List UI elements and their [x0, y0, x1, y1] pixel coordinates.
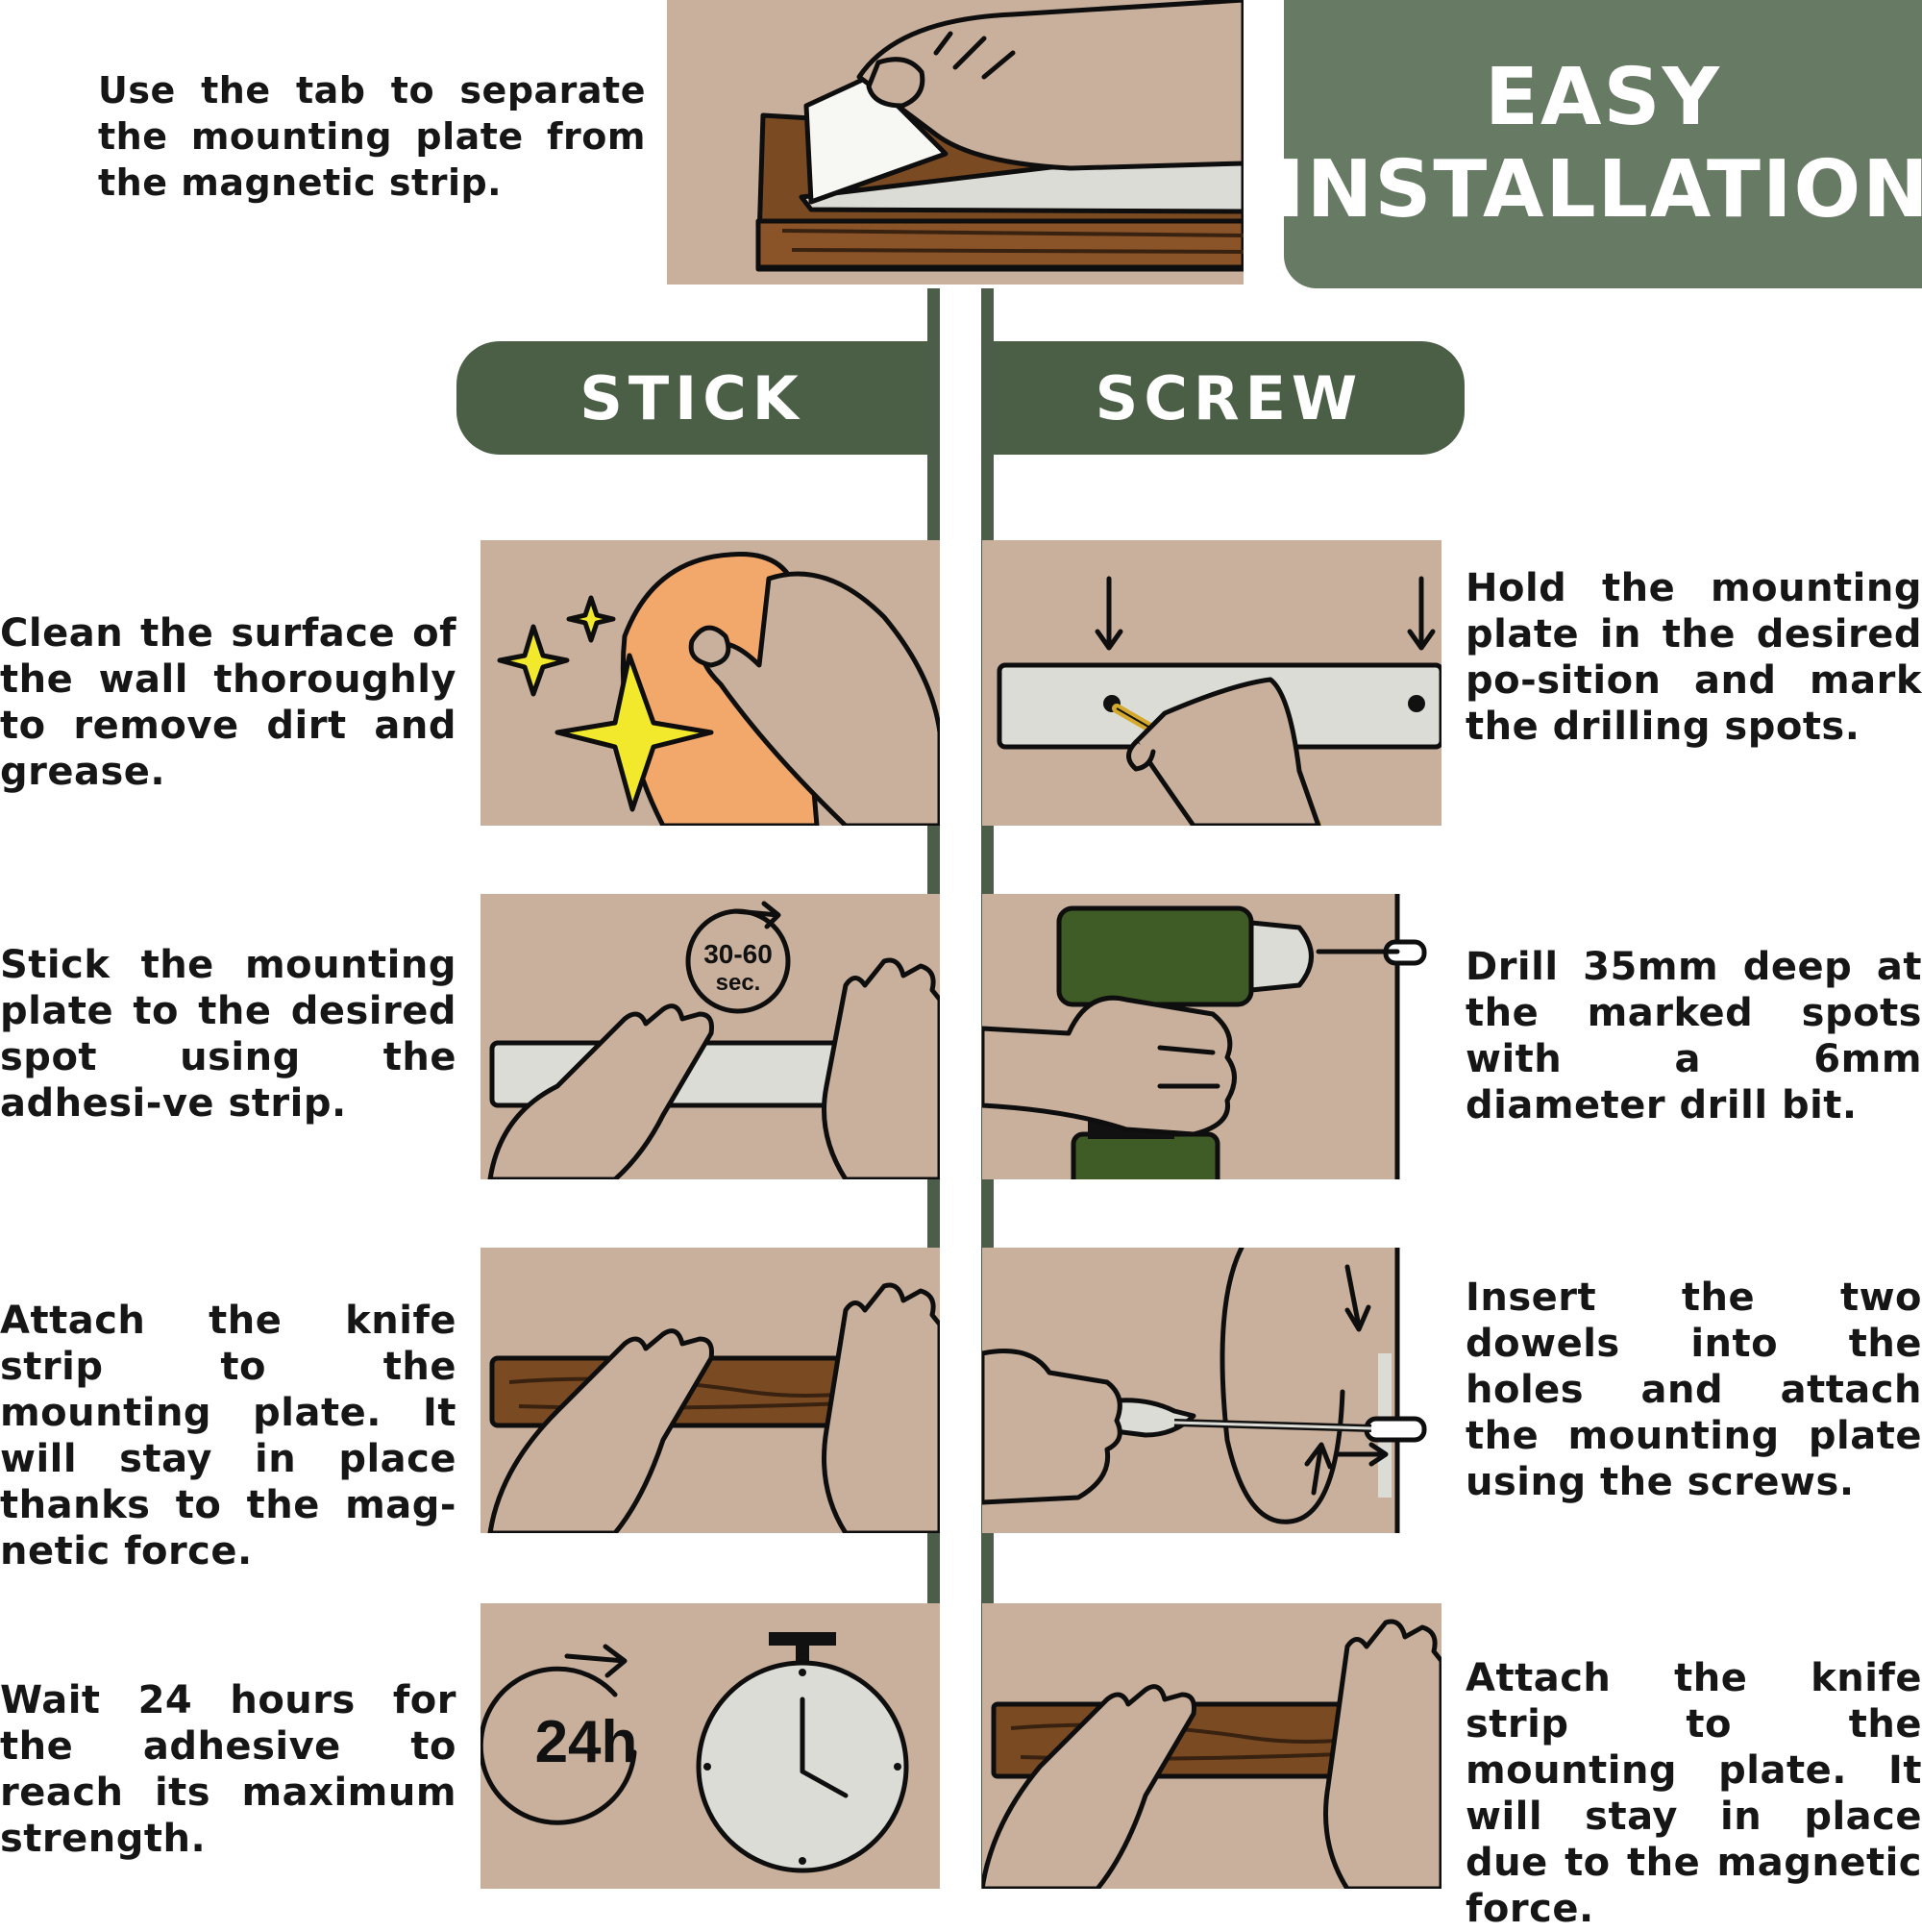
stick-step-1-illustration	[480, 540, 940, 826]
stick-label: STICK	[456, 341, 927, 455]
stick-step-3-text: Attach the knife strip to the mounting p…	[0, 1299, 456, 1573]
press-time: 30-60	[703, 939, 773, 969]
stopwatch-icon: 24h	[480, 1632, 909, 1873]
title-box: EASY INSTALLATION	[1275, 0, 1922, 288]
screw-step-1-text: Hold the mounting plate in the desired p…	[1466, 566, 1922, 749]
cloth-sparkle-icon	[497, 552, 940, 826]
screw-step-2-text: Drill 35mm deep at the marked spots with…	[1466, 945, 1922, 1127]
wait-time: 24h	[535, 1709, 638, 1775]
intro-illustration	[667, 0, 1244, 285]
screwdriver-icon	[982, 1248, 1442, 1533]
pencil-mark-icon	[997, 576, 1442, 826]
screw-label: SCREW	[994, 341, 1465, 455]
intro-text: Use the tab to separate the mounting pla…	[98, 69, 646, 204]
stick-step-4-text: Wait 24 hours for the adhesive to reach …	[0, 1678, 456, 1861]
drill-icon	[982, 894, 1442, 1179]
attach-strip-icon	[487, 1282, 940, 1533]
title-line-1: EASY	[1485, 52, 1721, 143]
screw-step-4-illustration	[982, 1603, 1442, 1889]
attach-strip-icon-2	[982, 1619, 1442, 1889]
stick-step-2-illustration: 30-60 sec.	[480, 894, 940, 1179]
stick-step-2-text: Stick the mounting plate to the desired …	[0, 943, 456, 1126]
screw-step-2-illustration	[982, 894, 1442, 1179]
stick-step-4-illustration: 24h	[480, 1603, 940, 1889]
press-plate-icon: 30-60 sec.	[487, 901, 940, 1179]
screw-step-3-text: Insert the two dowels into the holes and…	[1466, 1276, 1922, 1504]
stick-step-3-illustration	[480, 1248, 940, 1533]
peel-tab-icon	[755, 0, 1244, 272]
stick-step-1-text: Clean the surface of the wall thoroughly…	[0, 611, 456, 794]
screw-step-1-illustration	[982, 540, 1442, 826]
title-line-2: INSTALLATION	[1275, 144, 1922, 235]
screw-step-4-text: Attach the knife strip to the mounting p…	[1466, 1656, 1922, 1931]
press-unit: sec.	[716, 970, 761, 996]
screw-step-3-illustration	[982, 1248, 1442, 1533]
